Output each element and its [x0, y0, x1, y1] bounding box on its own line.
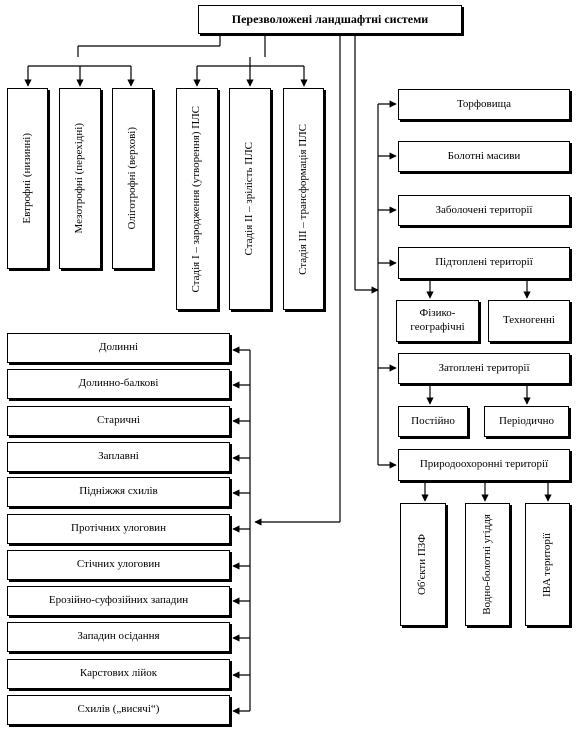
node-permanent: Постійно [398, 406, 468, 437]
stage-1: Стадія І – зародження (утворення) ПЛС [176, 88, 218, 310]
node-technogenic: Техногенні [488, 300, 570, 342]
stage-3: Стадія ІІІ – трансформація ПЛС [283, 88, 324, 310]
trophic-eutrophic-label: Евтрофні (низинні) [20, 133, 33, 224]
node-iba: IBA території [525, 503, 570, 626]
stage-2: Стадія ІІ – зрілість ПЛС [229, 88, 271, 310]
list-item-karst: Карстових лійок [7, 659, 230, 689]
list-item-hanging: Схилів („висячі“) [7, 695, 230, 725]
trophic-mesotrophic-label: Мезотрофні (перехідні) [73, 123, 86, 234]
node-swamped: Заболочені території [398, 195, 570, 226]
node-flooded: Затоплені території [398, 353, 570, 384]
node-wetlands-label: Водно-болотні угіддя [480, 514, 493, 615]
trophic-eutrophic: Евтрофні (низинні) [7, 88, 48, 269]
node-pzf-label: Об'єкти ПЗФ [416, 533, 429, 596]
list-item-valley-gully: Долинно-балкові [7, 369, 230, 399]
list-item-oxbow: Старичні [7, 406, 230, 436]
stage-1-label: Стадія І – зародження (утворення) ПЛС [190, 105, 203, 293]
node-bog-massifs: Болотні масиви [398, 141, 570, 172]
node-underflooded: Підтоплені території [398, 247, 570, 279]
list-item-floodplain: Заплавні [7, 442, 230, 472]
list-item-runoff: Стічних улоговин [7, 550, 230, 580]
list-item-flowthrough: Протічних улоговин [7, 514, 230, 544]
node-peat: Торфовища [398, 89, 570, 120]
node-iba-label: IBA території [540, 532, 553, 597]
stage-2-label: Стадія ІІ – зрілість ПЛС [243, 142, 256, 256]
list-item-valley: Долинні [7, 333, 230, 363]
node-physgeo: Фізико-географічні [396, 300, 479, 342]
node-wetlands: Водно-болотні угіддя [465, 503, 510, 626]
trophic-oligotrophic: Оліготрофні (верхові) [112, 88, 153, 269]
root-node: Перезволожені ландшафтні системи [198, 5, 462, 34]
node-periodic: Періодично [484, 406, 569, 437]
stage-3-label: Стадія ІІІ – трансформація ПЛС [296, 123, 309, 275]
trophic-oligotrophic-label: Оліготрофні (верхові) [125, 127, 138, 230]
node-pzf: Об'єкти ПЗФ [400, 503, 446, 626]
node-physgeo-label: Фізико-географічні [410, 307, 465, 333]
list-item-slope-foot: Підніжжя схилів [7, 477, 230, 507]
list-item-subsidence: Западин осідання [7, 622, 230, 652]
list-item-erosion: Ерозійно-суфозійних западин [7, 586, 230, 616]
node-protected: Природоохоронні території [398, 449, 570, 481]
trophic-mesotrophic: Мезотрофні (перехідні) [59, 88, 101, 269]
